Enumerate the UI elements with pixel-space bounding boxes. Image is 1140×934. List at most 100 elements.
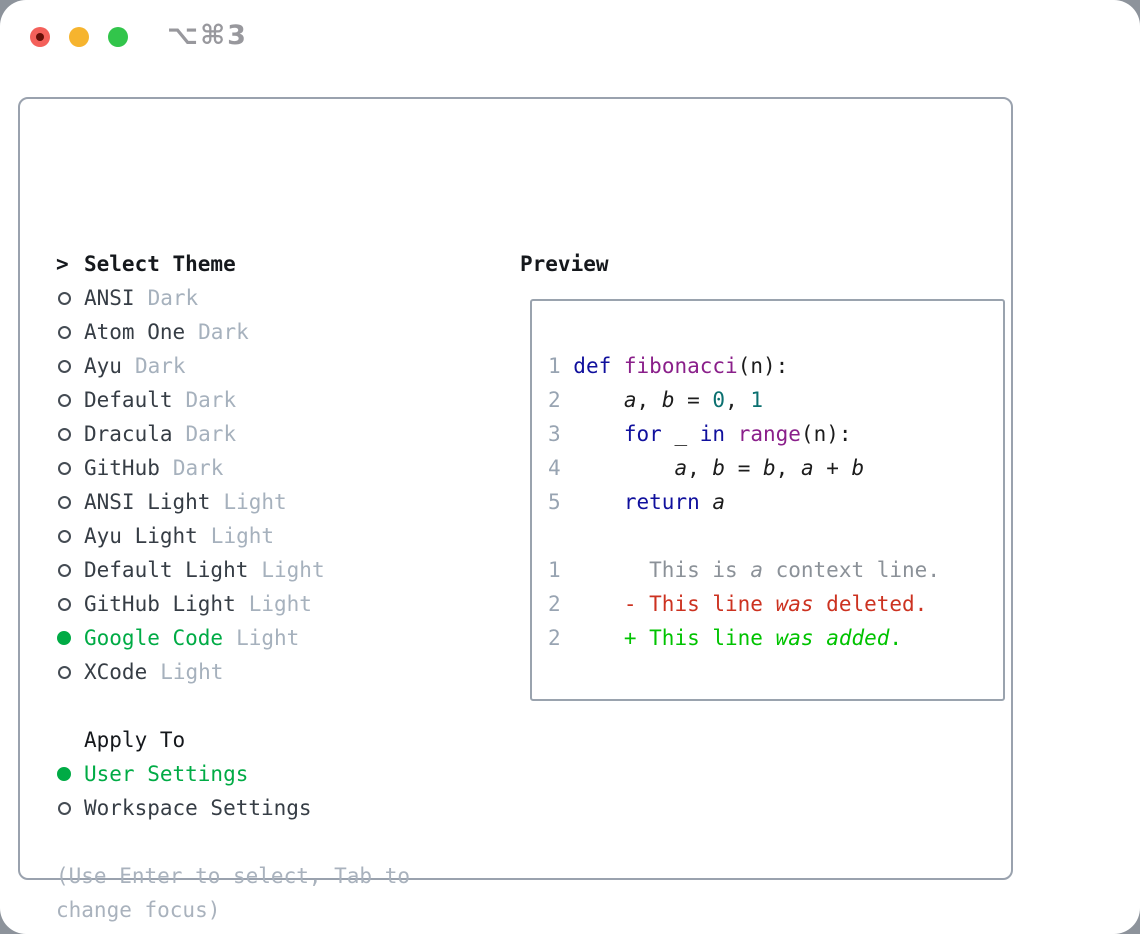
code-token: = bbox=[674, 388, 713, 412]
option-label: Workspace Settings bbox=[84, 796, 312, 820]
preview-line: 2 + This line was added. bbox=[548, 621, 1003, 655]
preview-blank-line bbox=[548, 519, 1003, 553]
radio-icon bbox=[58, 291, 71, 305]
code-token: - This line bbox=[623, 592, 776, 616]
code-token: . bbox=[889, 626, 903, 650]
window-controls bbox=[30, 27, 128, 47]
radio-cell bbox=[56, 359, 84, 373]
code-token: return bbox=[623, 490, 700, 514]
minimize-button-icon[interactable] bbox=[69, 27, 89, 47]
code-token bbox=[573, 626, 624, 650]
apply-to-title: Apply To bbox=[84, 728, 186, 752]
code-token: b bbox=[712, 456, 726, 480]
radio-icon bbox=[58, 801, 71, 815]
code-token: (n): bbox=[737, 354, 789, 378]
code-token bbox=[573, 592, 624, 616]
apply-to-header: Apply To bbox=[56, 723, 410, 757]
code-token: 2 bbox=[548, 592, 574, 616]
code-token: deleted. bbox=[813, 592, 928, 616]
option-label: Atom One bbox=[84, 320, 186, 344]
radio-icon bbox=[58, 665, 71, 679]
code-token: b bbox=[763, 456, 776, 480]
theme-option[interactable]: Dracula Dark bbox=[56, 417, 410, 451]
code-token: + bbox=[813, 456, 852, 480]
radio-cell bbox=[56, 597, 84, 611]
code-token: , bbox=[687, 456, 713, 480]
help-text-line-1: (Use Enter to select, Tab to bbox=[56, 864, 411, 888]
code-token: 2 bbox=[548, 626, 574, 650]
option-label: Default Light bbox=[84, 558, 249, 582]
option-label: ANSI Light bbox=[84, 490, 211, 514]
radio-icon bbox=[58, 427, 71, 441]
apply-to-option[interactable]: Workspace Settings bbox=[56, 791, 410, 825]
theme-option[interactable]: ANSI Light Light bbox=[56, 485, 410, 519]
option-label: Ayu bbox=[84, 354, 122, 378]
theme-option[interactable]: XCode Light bbox=[56, 655, 410, 689]
window-shortcut-label: ⌥⌘3 bbox=[167, 20, 248, 51]
variant-tag: Light bbox=[248, 592, 312, 616]
radio-icon bbox=[58, 563, 71, 577]
code-token: 1 bbox=[750, 388, 764, 412]
option-label: XCode bbox=[84, 660, 148, 684]
close-button-icon[interactable] bbox=[30, 27, 50, 47]
code-token bbox=[573, 490, 624, 514]
radio-icon bbox=[58, 529, 71, 543]
code-token: 1 bbox=[548, 354, 574, 378]
preview-blank-line bbox=[548, 315, 1003, 349]
radio-cell bbox=[56, 665, 84, 679]
zoom-button-icon[interactable] bbox=[108, 27, 128, 47]
code-token: was bbox=[775, 592, 814, 616]
code-token: a bbox=[712, 490, 726, 514]
preview-line: 1 def fibonacci(n): bbox=[548, 349, 1003, 383]
variant-tag: Dark bbox=[172, 456, 224, 480]
variant-tag: Light bbox=[223, 490, 287, 514]
radio-cell bbox=[56, 529, 84, 543]
code-token: b bbox=[851, 456, 865, 480]
theme-option[interactable]: GitHub Light Light bbox=[56, 587, 410, 621]
code-token: _ bbox=[661, 422, 700, 446]
option-label: ANSI bbox=[84, 286, 135, 310]
code-token: for bbox=[623, 422, 662, 446]
variant-tag: Dark bbox=[185, 388, 237, 412]
preview-line: 5 return a bbox=[548, 485, 1003, 519]
radio-icon bbox=[58, 325, 71, 339]
preview-blank-line bbox=[548, 655, 1003, 689]
radio-cell bbox=[56, 325, 84, 339]
radio-cell bbox=[56, 631, 84, 645]
focus-caret-icon: > bbox=[56, 252, 69, 276]
apply-to-option[interactable]: User Settings bbox=[56, 757, 410, 791]
code-token bbox=[573, 456, 674, 480]
option-label: Dracula bbox=[84, 422, 173, 446]
code-token: , bbox=[636, 388, 662, 412]
code-token: 3 bbox=[548, 422, 574, 446]
code-token bbox=[573, 388, 624, 412]
radio-selected-icon bbox=[57, 631, 71, 645]
code-token bbox=[700, 490, 713, 514]
option-label: Default bbox=[84, 388, 173, 412]
option-label: Ayu Light bbox=[84, 524, 198, 548]
code-token: + This line bbox=[623, 626, 776, 650]
code-token: fibonacci bbox=[623, 354, 738, 378]
code-token: a bbox=[750, 558, 763, 582]
theme-option[interactable]: Default Dark bbox=[56, 383, 410, 417]
variant-tag: Dark bbox=[185, 422, 237, 446]
code-token: a bbox=[800, 456, 814, 480]
code-token: def bbox=[573, 354, 612, 378]
option-label: GitHub Light bbox=[84, 592, 236, 616]
radio-cell bbox=[56, 393, 84, 407]
variant-tag: Light bbox=[160, 660, 224, 684]
radio-cell bbox=[56, 291, 84, 305]
preview-title: Preview bbox=[520, 252, 609, 276]
preview-line: 1 This is a context line. bbox=[548, 553, 1003, 587]
